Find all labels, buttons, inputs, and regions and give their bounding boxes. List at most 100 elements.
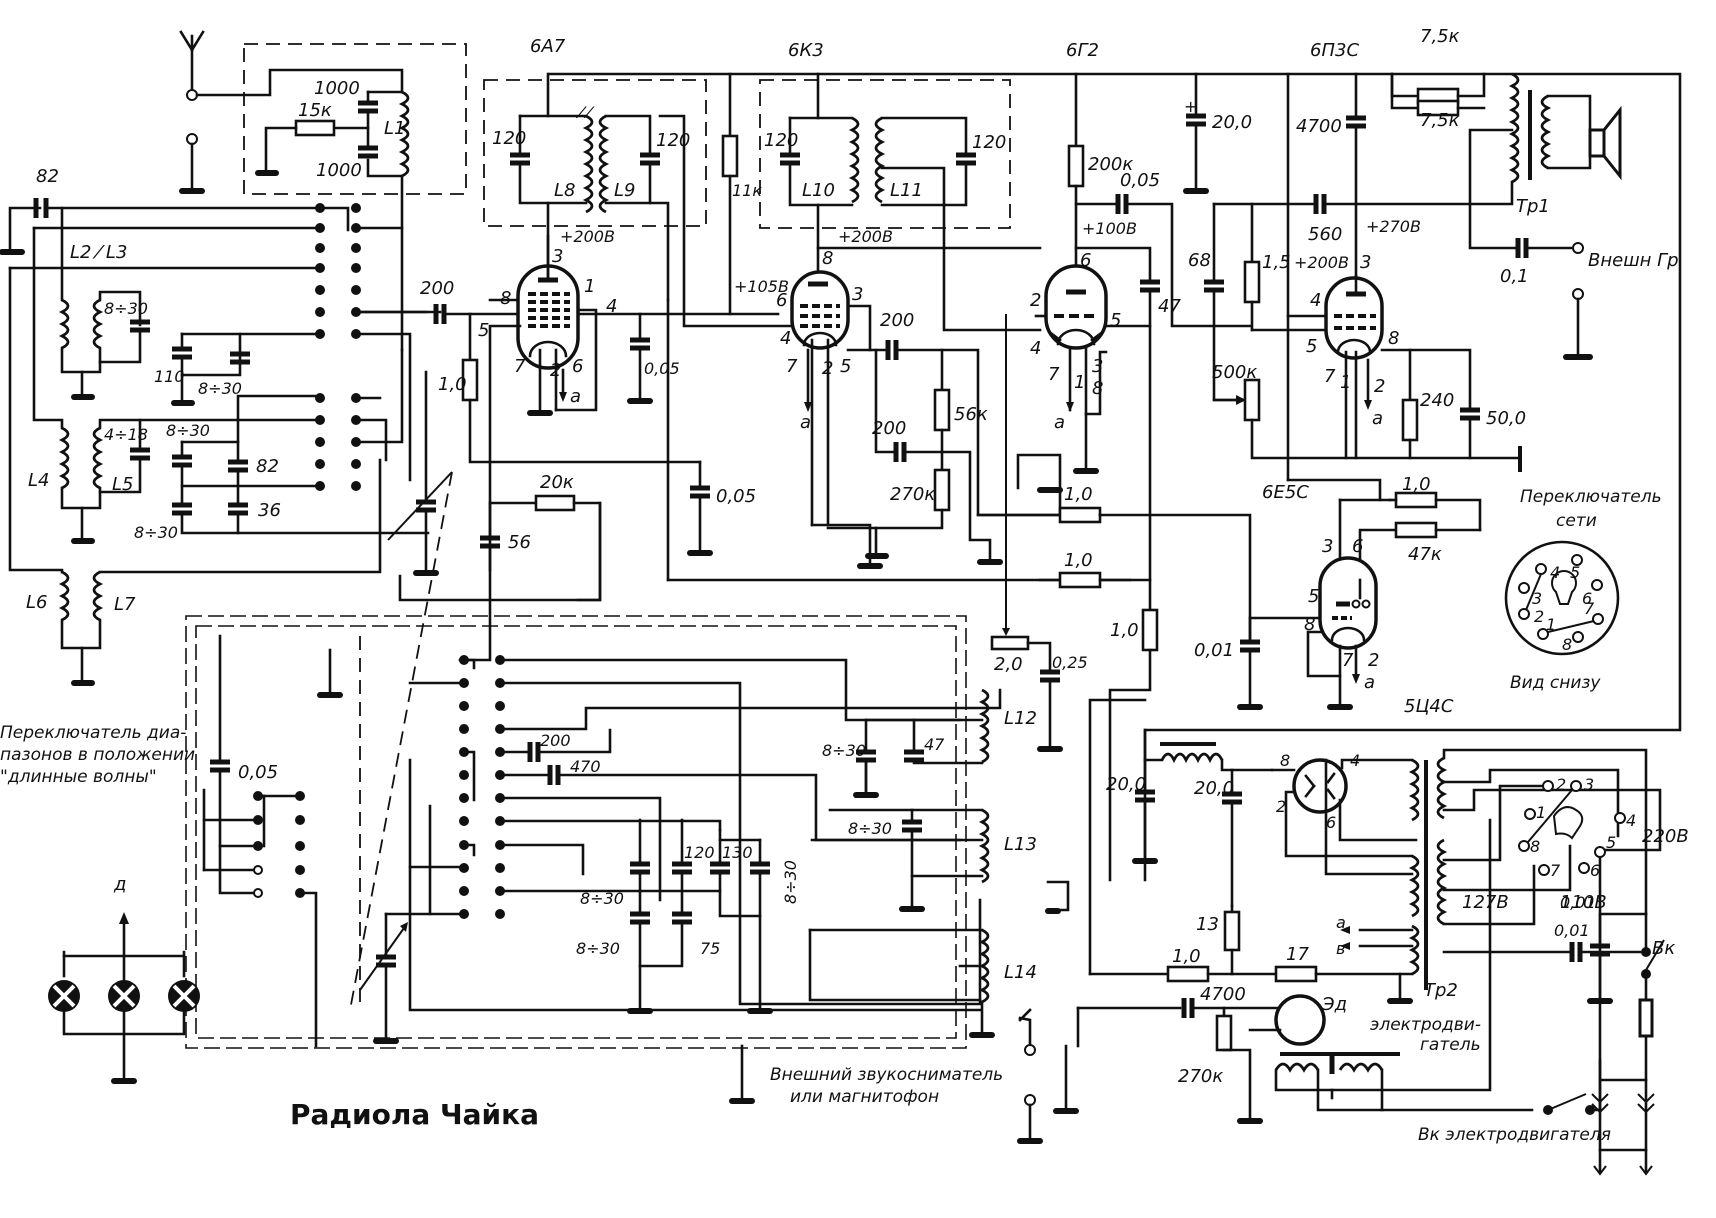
label-trimmer-1: 8÷30: [104, 299, 148, 318]
pickup-ground-terminal[interactable]: [1024, 1094, 1036, 1106]
coil-tr2-lamp: [1408, 924, 1420, 976]
label-r270k: 270к: [890, 484, 935, 505]
mains-view-caption: Вид снизу: [1510, 673, 1601, 693]
mains-switch-diagram: Переключатель сети 3 4 5 6 2 1 7 8 Вид с…: [1404, 487, 1662, 717]
label-r1a: 1,0: [1064, 484, 1093, 505]
label-l14: L14: [1004, 962, 1037, 983]
label-c68: 68: [1188, 250, 1211, 271]
label-l5: L5: [112, 474, 133, 495]
label-c20: 20,0: [1212, 112, 1252, 133]
label-r13: 13: [1196, 914, 1219, 935]
tube-label-v6: 5Ц4С: [1404, 696, 1454, 717]
pin-label: 2: [550, 360, 561, 381]
label-c1000a: 1000: [314, 78, 360, 99]
label-c50: 50,0: [1486, 408, 1526, 429]
pin-label: 3: [1360, 252, 1371, 273]
pin-label: 7: [1342, 650, 1354, 671]
pin-label: 2: [1556, 775, 1566, 794]
label-tr1: Тр1: [1516, 196, 1550, 217]
pin-label: 4: [1310, 290, 1321, 311]
label-220v: 220В: [1642, 826, 1689, 847]
pin-label: 8: [822, 248, 833, 269]
label-lw-t2: 8÷30: [576, 939, 620, 958]
pin-label: 1: [1536, 803, 1546, 822]
pin-label: 8: [1280, 751, 1290, 770]
label-c025: 0,25: [1052, 653, 1088, 672]
volume-potentiometer-2m[interactable]: [990, 635, 1030, 651]
adjust-marker: ⁄ ⁄: [575, 103, 595, 122]
label-110v: 110В: [1560, 892, 1607, 913]
tube-label-v4: 6П3С: [1310, 40, 1359, 61]
tube-v4-6p3s: 6П3С 20,0 + 4700 7,5к 7,5к Тр1: [1183, 26, 1679, 482]
pin-label: 3: [1322, 536, 1333, 557]
label-voltage-100: +100В: [1082, 219, 1137, 238]
band-switch-lower[interactable]: [459, 655, 505, 919]
mains-switch-title: Переключатель: [1520, 487, 1662, 507]
shield-box-l1: [243, 43, 467, 195]
label-c01: 0,1: [1500, 266, 1529, 287]
tube-label-v5: 6Е5С: [1262, 482, 1309, 503]
coil-l9: [598, 114, 610, 214]
pin-label: 5: [840, 356, 851, 377]
band-switch-small[interactable]: [253, 791, 318, 1048]
label-r15k: 15к: [298, 100, 332, 121]
resistor-13: [1223, 910, 1241, 952]
pin-label: 4: [1350, 751, 1360, 770]
label-motor: Эд: [1321, 994, 1347, 1015]
long-wave-block: 200 470: [0, 314, 1088, 1144]
label-r1-ind: 1,0: [1402, 474, 1431, 495]
resistor-15k: [294, 119, 336, 137]
pickup-input-terminal[interactable]: [1024, 1044, 1036, 1056]
label-c1000b: 1000: [316, 160, 362, 181]
pilot-label: д: [113, 874, 126, 895]
pin-label: 3: [852, 284, 863, 305]
pin-label: 5: [1570, 563, 1580, 582]
coil-l3: [92, 298, 104, 350]
label-c200-input: 200: [420, 278, 454, 299]
ground-terminal[interactable]: [186, 133, 198, 145]
antenna-section: 1000 1000 15к L1: [179, 30, 467, 352]
ext-speaker-terminal[interactable]: [1572, 242, 1584, 254]
pin-label: 5: [1606, 833, 1616, 852]
label-r1c: 1,0: [1110, 620, 1139, 641]
label-lw-c470: 470: [570, 757, 601, 776]
coil-l8: [582, 114, 594, 214]
label-c82: 82: [256, 456, 279, 477]
shield-box-if1: [483, 79, 707, 227]
coil-motor-b: [1338, 1062, 1384, 1073]
pin-label: 7: [1324, 366, 1336, 387]
pin-label: а: [570, 386, 581, 407]
potentiometer-500k[interactable]: [1243, 378, 1261, 422]
antenna-terminal[interactable]: [186, 89, 198, 101]
label-r1b: 1,0: [1064, 550, 1093, 571]
label-c36: 36: [258, 500, 281, 521]
label-127v: 127В: [1462, 892, 1509, 913]
pin-label: а: [800, 412, 811, 433]
pin-label: 4: [780, 328, 791, 349]
pin-label: 6: [1590, 861, 1600, 880]
pin-label: 4: [1626, 811, 1636, 830]
ext-speaker-terminal-2[interactable]: [1572, 288, 1584, 300]
label-c56: 56: [508, 532, 531, 553]
label-r75a: 7,5к: [1420, 26, 1460, 47]
pin-label: 6: [776, 290, 787, 311]
label-lw-t3: 8÷30: [781, 860, 800, 904]
label-l9: L9: [614, 180, 635, 201]
label-r240: 240: [1420, 390, 1454, 411]
resistor-20k: [534, 494, 576, 512]
pin-label: 2: [1534, 607, 1544, 626]
label-c82-input: 82: [36, 166, 59, 187]
label-l7: L7: [114, 594, 136, 615]
pin-label: 8: [500, 288, 511, 309]
pin-label: 5: [478, 320, 489, 341]
band-switch-upper[interactable]: [315, 203, 442, 491]
tube-v6-5c4s: [1292, 758, 1348, 814]
motor-switch-note: Вк электродвигателя: [1418, 1125, 1611, 1145]
label-lw-c120: 120: [684, 843, 715, 862]
pin-label: 3: [1092, 356, 1103, 377]
pin-label: 8: [1388, 328, 1399, 349]
lamp-icon: [108, 980, 140, 1012]
resistor-1m-a: [1058, 506, 1102, 524]
coil-tr1-primary: [1508, 72, 1520, 184]
